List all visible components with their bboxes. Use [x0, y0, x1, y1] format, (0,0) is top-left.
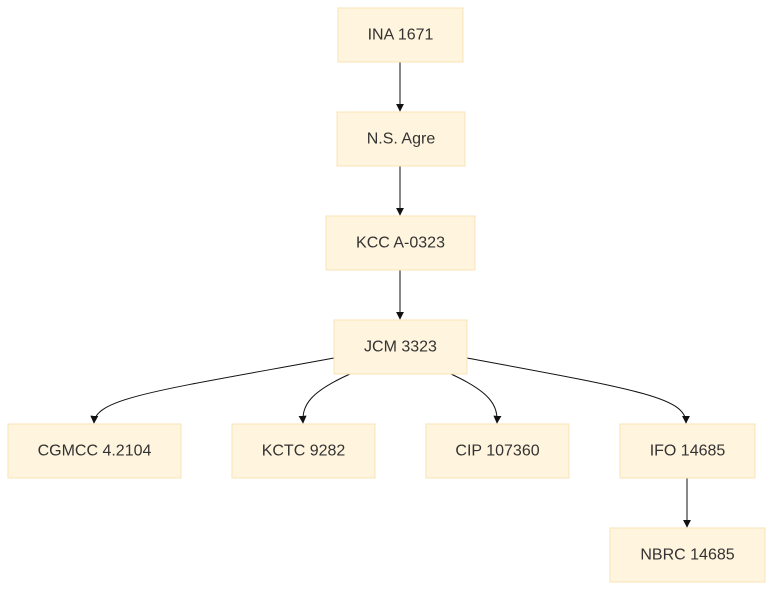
edge-jcm-to-ifo	[466, 357, 690, 424]
node-box	[325, 215, 476, 271]
node-box	[425, 423, 570, 479]
node-ina-1671[interactable]: INA 1671	[337, 7, 464, 63]
node-label: CGMCC 4.2104	[38, 443, 152, 460]
node-box	[333, 319, 468, 375]
node-box	[231, 423, 376, 479]
node-box	[337, 7, 464, 63]
node-cgmcc-4-2104[interactable]: CGMCC 4.2104	[7, 423, 182, 479]
node-label: JCM 3323	[364, 339, 437, 356]
node-kctc-9282[interactable]: KCTC 9282	[231, 423, 376, 479]
node-label: NBRC 14685	[640, 547, 734, 564]
node-ifo-14685[interactable]: IFO 14685	[619, 423, 756, 479]
edge-jcm-to-cgmcc	[90, 357, 335, 424]
edges	[90, 62, 691, 528]
node-cip-107360[interactable]: CIP 107360	[425, 423, 570, 479]
node-kcc-a-0323[interactable]: KCC A-0323	[325, 215, 476, 271]
node-box	[7, 423, 182, 479]
node-label: CIP 107360	[455, 443, 539, 460]
node-label: KCC A-0323	[356, 235, 445, 252]
node-jcm-3323[interactable]: JCM 3323	[333, 319, 468, 375]
node-label: KCTC 9282	[262, 443, 346, 460]
node-box	[619, 423, 756, 479]
node-nbrc-14685[interactable]: NBRC 14685	[609, 527, 766, 583]
node-label: INA 1671	[368, 27, 434, 44]
edge-jcm-to-cip	[450, 373, 502, 424]
node-label: IFO 14685	[650, 443, 726, 460]
node-label: N.S. Agre	[367, 131, 436, 148]
node-ns-agre[interactable]: N.S. Agre	[336, 111, 466, 167]
node-box	[609, 527, 766, 583]
edge-jcm-to-kctc	[298, 373, 351, 424]
node-box	[336, 111, 466, 167]
